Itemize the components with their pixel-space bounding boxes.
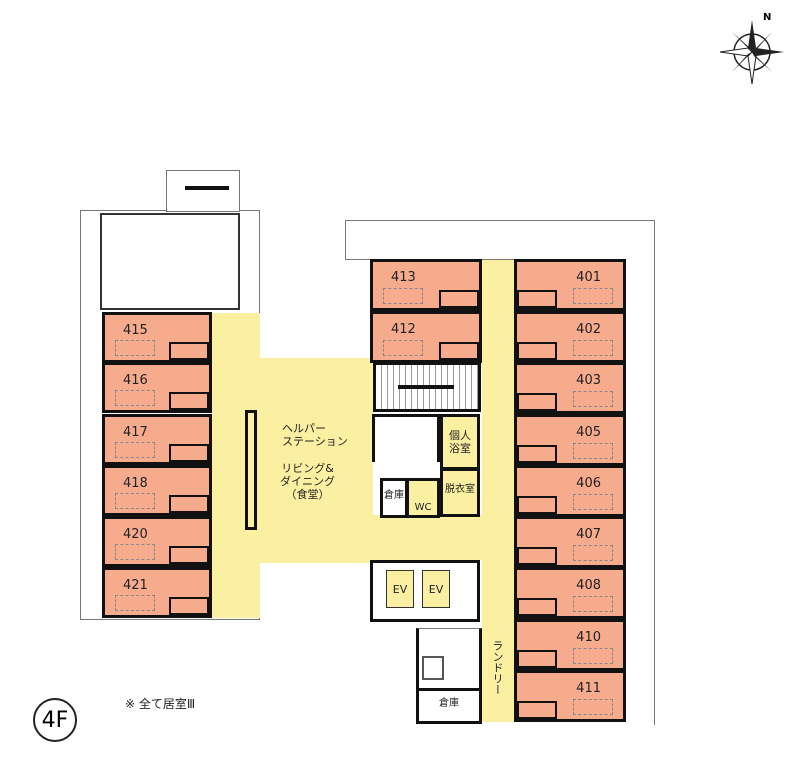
bed-icon [573,494,613,510]
bed-icon [573,699,613,715]
toilet-icon [517,445,557,463]
elevator-2[interactable]: EV [422,570,450,608]
toilet-icon [169,495,209,513]
bed-icon [573,340,613,356]
room-number: 403 [576,373,601,388]
toilet-icon [517,701,557,719]
toilet-icon [169,597,209,615]
room-416[interactable]: 416 [102,362,212,413]
bed-icon [115,544,155,560]
helper-station[interactable] [372,414,440,462]
bed-icon [383,340,423,356]
note: ※ 全て居室Ⅲ [125,697,196,711]
toilet-icon [439,290,479,308]
toilet-icon [517,290,557,308]
room-number: 406 [576,476,601,491]
elevator-1[interactable]: EV [386,570,414,608]
compass-icon: N [719,12,784,85]
partition [245,410,257,530]
storage-room-2[interactable]: 倉庫 [418,688,480,720]
bed-icon [573,596,613,612]
room-405[interactable]: 405 [514,414,626,466]
room-number: 408 [576,578,601,593]
room-410[interactable]: 410 [514,619,626,671]
room-403[interactable]: 403 [514,362,626,414]
room-number: 402 [576,322,601,337]
room-number: 415 [123,323,148,338]
room-number: 420 [123,527,148,542]
toilet-icon [517,547,557,565]
bed-icon [115,442,155,458]
changing-room[interactable]: 脱衣室 [440,468,480,517]
bed-icon [573,391,613,407]
toilet-icon [517,598,557,616]
bed-icon [115,390,155,406]
bed-icon [573,545,613,561]
room-number: 418 [123,476,148,491]
room-420[interactable]: 420 [102,516,212,567]
bed-icon [383,288,423,304]
room-411[interactable]: 411 [514,670,626,722]
north-label: N [763,12,771,23]
toilet-icon [517,393,557,411]
room-number: 405 [576,425,601,440]
room-number: 417 [123,425,148,440]
storage-room[interactable]: 倉庫 [380,478,408,518]
room-number: 421 [123,578,148,593]
bed-icon [115,595,155,611]
room-415[interactable]: 415 [102,312,212,363]
room-421[interactable]: 421 [102,567,212,618]
right-corridor [482,260,515,722]
stair-bar [185,186,229,190]
stair-bar [398,385,454,389]
central-corridor [370,515,485,560]
room-number: 401 [576,270,601,285]
room-401[interactable]: 401 [514,259,626,311]
toilet-icon [169,546,209,564]
living-dining-label: リビング& ダイニング （食堂） [280,462,335,501]
floor-badge: 4F [33,698,77,742]
bed-icon [115,340,155,356]
emergency-stair [166,170,240,212]
room-413[interactable]: 413 [370,259,482,311]
bed-icon [573,288,613,304]
helper-station-label: ヘルパー ステーション [282,422,348,448]
laundry-label: ランドリー [491,640,504,695]
right-wing-frame [625,255,655,725]
wc[interactable]: WC [406,478,440,518]
room-408[interactable]: 408 [514,567,626,619]
room-412[interactable]: 412 [370,311,482,363]
bed-icon [573,648,613,664]
bed-icon [573,443,613,459]
room-number: 411 [576,681,601,696]
toilet-icon [169,342,209,360]
right-wing-balcony [345,220,655,260]
room-number: 416 [123,373,148,388]
living-dining-area [258,358,373,563]
left-top-terrace [100,213,240,310]
room-407[interactable]: 407 [514,516,626,568]
room-number: 412 [391,322,416,337]
bed-icon [115,493,155,509]
room-406[interactable]: 406 [514,465,626,517]
room-number: 407 [576,527,601,542]
room-number: 410 [576,630,601,645]
private-bath[interactable]: 個人 浴室 [440,414,480,470]
toilet-icon [439,342,479,360]
room-417[interactable]: 417 [102,414,212,465]
toilet-icon [517,650,557,668]
room-418[interactable]: 418 [102,465,212,516]
toilet-icon [169,392,209,410]
toilet-icon [517,342,557,360]
room-number: 413 [391,270,416,285]
room-402[interactable]: 402 [514,311,626,363]
service-area [416,628,482,724]
toilet-icon [169,444,209,462]
sink-icon [422,656,444,680]
toilet-icon [517,496,557,514]
